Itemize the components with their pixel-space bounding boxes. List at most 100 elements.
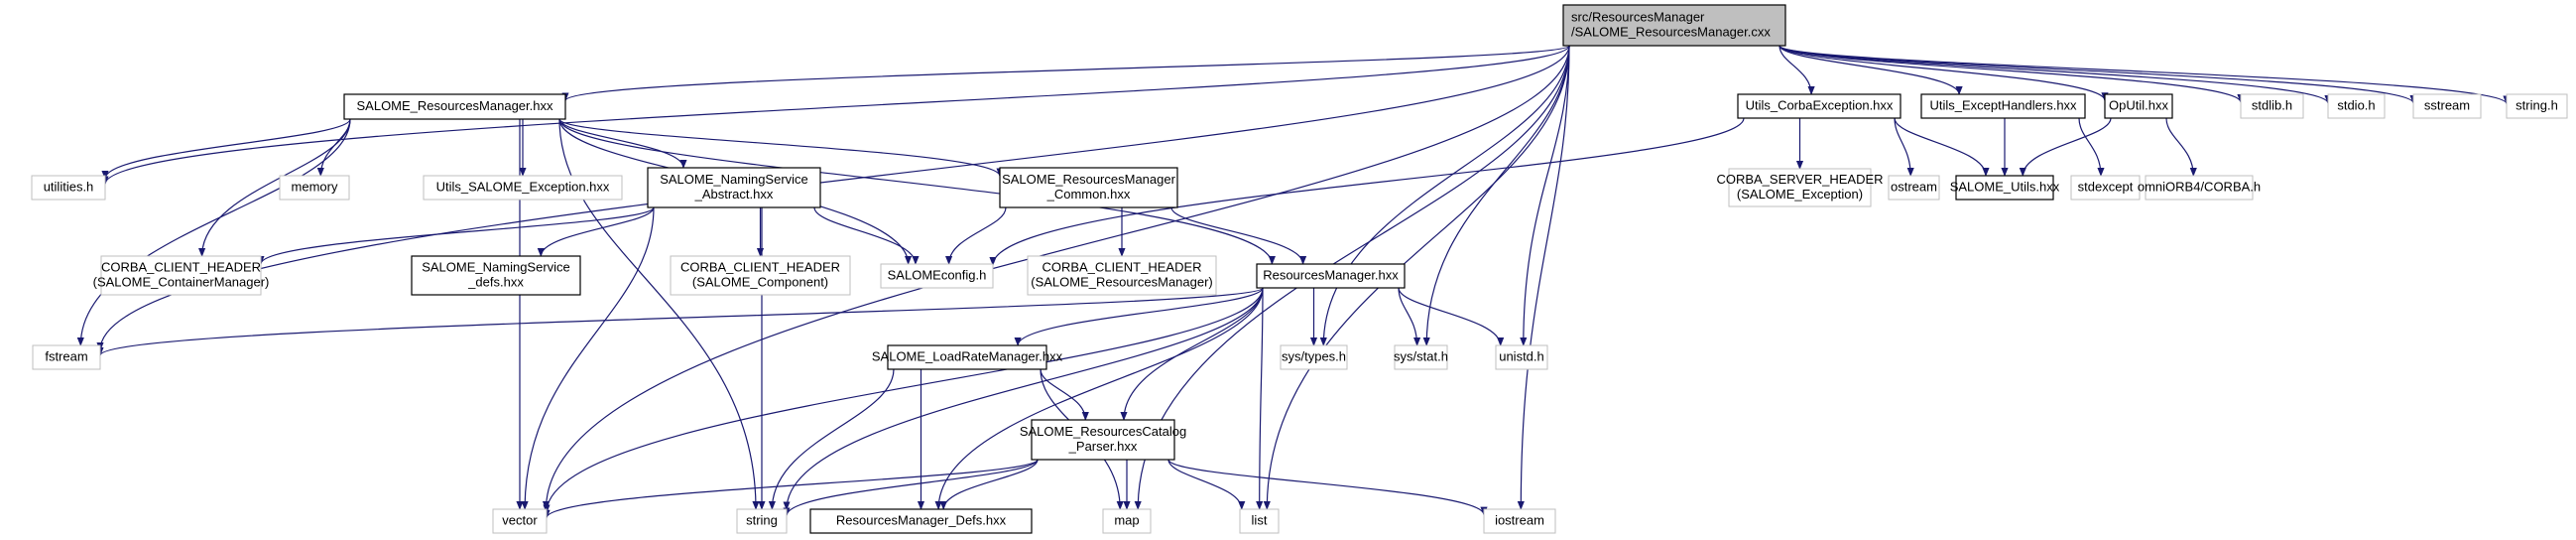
node-box <box>1888 175 1940 201</box>
edge-catalog_parser-to-string <box>783 459 1039 517</box>
node-box <box>1955 175 2054 201</box>
node-box <box>31 175 106 201</box>
edge-salome_rm_hxx-to-fstream <box>76 118 351 346</box>
node-utils-except-handlers[interactable]: Utils_ExceptHandlers.hxx <box>1920 93 2086 119</box>
node-vector: vector <box>492 508 548 534</box>
node-label: (SALOME_ContainerManager) <box>93 275 270 290</box>
edge-root-to-sys_stat <box>1422 45 1570 346</box>
edge-resources_manager_hxx-to-sys_stat <box>1398 287 1421 346</box>
edge-resources_manager_hxx-to-string <box>783 287 1264 511</box>
node-box <box>809 508 1033 534</box>
edge-salome_rm_hxx-to-resources_manager_hxx <box>558 118 1276 265</box>
node-label: /SALOME_ResourcesManager.cxx <box>1571 25 1771 40</box>
node-label: CORBA_CLIENT_HEADER <box>101 260 261 275</box>
node-label: (SALOME_Exception) <box>1737 187 1863 202</box>
node-box <box>411 255 581 296</box>
node-label: Utils_CorbaException.hxx <box>1746 98 1894 113</box>
node-label: stdlib.h <box>2252 98 2292 113</box>
edge-resources_manager_hxx-to-unistd <box>1398 287 1505 346</box>
node-omniorb: omniORB4/CORBA.h <box>2138 175 2261 201</box>
node-label: memory <box>292 180 338 195</box>
node-salome-rm-hxx[interactable]: SALOME_ResourcesManager.hxx <box>343 93 566 120</box>
node-label: stdexcept <box>2078 180 2134 195</box>
node-oputil[interactable]: OpUtil.hxx <box>2104 93 2173 119</box>
edge-utils_corba_exc-to-salomeconfig <box>989 117 1745 266</box>
node-resources-manager-hxx[interactable]: ResourcesManager.hxx <box>1256 263 1406 289</box>
node-box <box>1920 93 2086 119</box>
node-catalog-parser[interactable]: SALOME_ResourcesCatalog_Parser.hxx <box>1020 419 1186 461</box>
node-label: utilities.h <box>44 180 94 195</box>
node-salomeconfig: SALOMEconfig.h <box>880 263 994 289</box>
node-label: _Common.hxx <box>1046 187 1131 202</box>
edge-salome_rm_hxx-to-naming_abstract <box>558 118 687 169</box>
edge-salome_rm_hxx-to-string <box>558 118 760 510</box>
edge-resources_manager_hxx-to-vector <box>543 287 1264 514</box>
node-label: Utils_ExceptHandlers.hxx <box>1929 98 2077 113</box>
node-label: list <box>1252 513 1268 528</box>
node-label: Utils_SALOME_Exception.hxx <box>436 180 610 195</box>
node-utils-corba-exc[interactable]: Utils_CorbaException.hxx <box>1737 93 1901 119</box>
node-rm-defs[interactable]: ResourcesManager_Defs.hxx <box>809 508 1033 534</box>
edge-root-to-utilities <box>101 45 1570 186</box>
edge-utils_except_handlers-to-stdexcept <box>2078 117 2105 177</box>
edge-resources_manager_hxx-to-rm_defs <box>934 287 1264 510</box>
edge-resources_manager_hxx-to-catalog_parser <box>1120 287 1264 421</box>
edge-salome_rm_hxx-to-corba_client_cm <box>198 118 351 257</box>
edge-root-to-utils_corba_exc <box>1779 45 1815 95</box>
node-box <box>670 255 851 296</box>
node-string: string <box>736 508 788 534</box>
edge-oputil-to-omniorb <box>2165 117 2197 177</box>
node-label: (SALOME_ResourcesManager) <box>1031 275 1213 290</box>
edge-utils_corba_exc-to-ostream <box>1894 117 1914 177</box>
node-stdlib: stdlib.h <box>2240 93 2304 119</box>
node-label: _Parser.hxx <box>1068 439 1138 454</box>
edge-root-to-vector <box>542 45 1570 510</box>
edges-layer <box>76 45 2511 519</box>
node-label: sstream <box>2424 98 2470 113</box>
node-box <box>1495 344 1548 370</box>
edge-naming_abstract-to-naming_defs <box>537 206 655 257</box>
node-naming-abstract[interactable]: SALOME_NamingService_Abstract.hxx <box>647 167 821 208</box>
edge-oputil-to-salome_utils <box>2019 117 2112 177</box>
node-loadrate[interactable]: SALOME_LoadRateManager.hxx <box>872 344 1063 370</box>
edge-catalog_parser-to-iostream <box>1167 459 1488 516</box>
node-rm-common[interactable]: SALOME_ResourcesManager_Common.hxx <box>999 167 1178 208</box>
node-naming-defs[interactable]: SALOME_NamingService_defs.hxx <box>411 255 581 296</box>
node-label: vector <box>502 513 538 528</box>
edge-resources_manager_hxx-to-list <box>1256 287 1264 510</box>
edge-root-to-unistd <box>1520 45 1570 346</box>
node-label: OpUtil.hxx <box>2109 98 2168 113</box>
node-label: map <box>1114 513 1139 528</box>
edge-loadrate-to-string <box>768 368 895 510</box>
edge-catalog_parser-to-rm_defs <box>939 459 1039 510</box>
node-fstream: fstream <box>32 344 101 370</box>
edge-salome_rm_hxx-to-rm_common <box>558 118 1004 178</box>
node-sstream: sstream <box>2412 93 2482 119</box>
node-label: SALOME_ResourcesManager.hxx <box>357 98 553 113</box>
edge-utils_corba_exc-to-salome_utils <box>1894 117 1990 177</box>
node-box <box>1102 508 1152 534</box>
node-box <box>1031 419 1175 461</box>
node-sys-types: sys/types.h <box>1280 344 1348 370</box>
node-label: sys/stat.h <box>1394 349 1448 364</box>
node-box <box>2104 93 2173 119</box>
node-ostream: ostream <box>1888 175 1940 201</box>
node-root[interactable]: src/ResourcesManager/SALOME_ResourcesMan… <box>1562 4 1786 47</box>
edge-root-to-sys_types <box>1319 45 1570 346</box>
edge-root-to-iostream <box>1517 45 1570 510</box>
node-memory: memory <box>279 175 350 201</box>
node-label: src/ResourcesManager <box>1571 10 1705 25</box>
node-salome-utils[interactable]: SALOME_Utils.hxx <box>1950 175 2060 201</box>
node-box <box>1737 93 1901 119</box>
edge-catalog_parser-to-vector <box>543 459 1039 519</box>
edge-rm_common-to-salomeconfig <box>945 206 1007 265</box>
node-box <box>1728 168 1872 207</box>
node-box <box>492 508 548 534</box>
node-box <box>2145 175 2254 201</box>
node-label: _Abstract.hxx <box>694 187 774 202</box>
node-label: SALOMEconfig.h <box>888 268 987 283</box>
node-stdio: stdio.h <box>2327 93 2386 119</box>
node-label: SALOME_ResourcesManager <box>1002 172 1176 187</box>
node-label: SALOME_NamingService <box>422 260 570 275</box>
